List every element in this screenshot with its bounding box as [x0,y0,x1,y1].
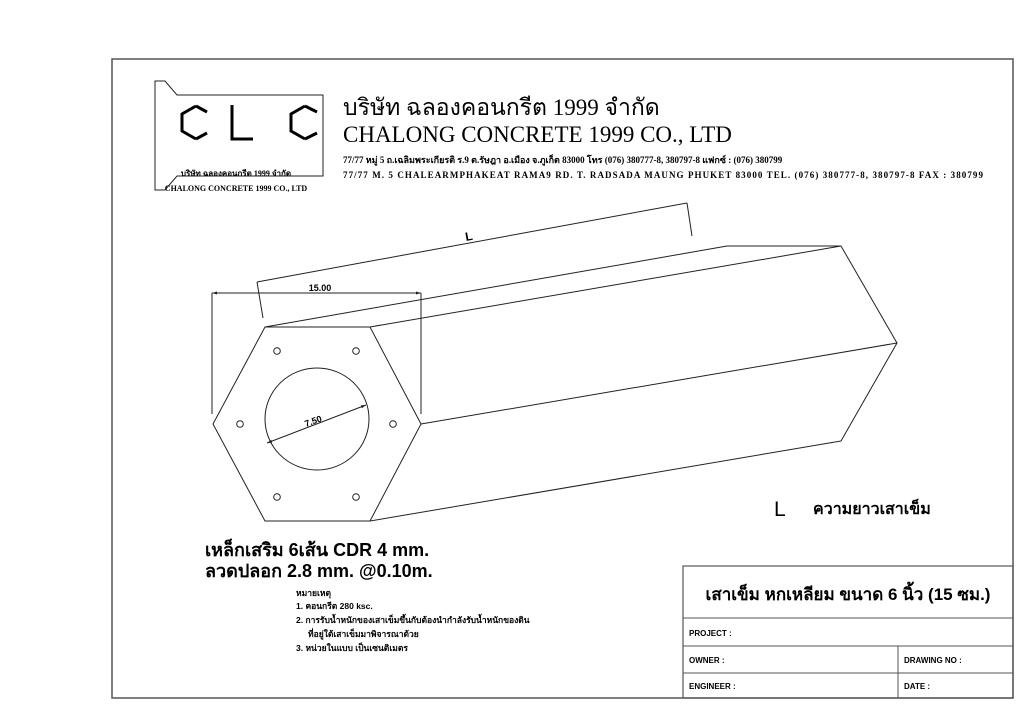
logo-letter-c [180,104,208,141]
address-en: 77/77 M. 5 CHALEARMPHAKEAT RAMA9 RD. T. … [343,170,983,180]
rebar-spec: เหล็กเสริม 6เส้น CDR 4 mm. [205,538,429,560]
length-dimension-label: L [464,229,474,244]
hollow-core [264,367,370,471]
note-item: 1. คอนกรีต 280 ksc. [296,601,373,611]
engineer-label: ENGINEER : [689,682,736,691]
project-label: PROJECT : [689,629,732,638]
legend-symbol: L [774,498,786,521]
company-name-en: CHALONG CONCRETE 1999 CO., LTD [343,122,732,147]
drawing-title: เสาเข็ม หกเหลียม ขนาด 6 นิ้ว (15 ซม.) [706,581,991,604]
logo-pile-outline [154,80,324,191]
pile-far-end [727,245,898,442]
address-th: 77/77 หมู่ 5 ถ.เฉลิมพระเกียรติ ร.9 ต.รัษ… [343,153,783,166]
notes: หมายเหตุ 1. คอนกรีต 280 ksc. 2. การรับน้… [296,588,530,653]
width-dimension-label: 15.00 [309,283,332,293]
diameter-dimension-label: 7.50 [303,413,323,428]
hexagonal-pile-drawing: 15.00 7.50 L [211,202,898,522]
note-item: 3. หน่วยในแบบ เป็นเซนติเมตร [296,641,408,653]
notes-heading: หมายเหตุ [296,588,331,599]
owner-label: OWNER : [689,656,725,665]
logo-letter-l [230,105,253,141]
logo-caption-en: CHALONG CONCRETE 1999 CO., LTD [165,184,308,193]
diameter-dimension-line [266,404,367,444]
note-item: 2. การรับน้ำหนักของเสาเข็มขึ้นกับต้องนำก… [296,613,530,625]
drawing-no-label: DRAWING NO : [904,656,962,665]
note-item: ที่อยู่ใต้เสาเข็มมาพิจารณาด้วย [308,627,419,640]
company-name-th: บริษัท ฉลองคอนกรีต 1999 จำกัด [343,95,660,120]
stirrup-spec: ลวดปลอก 2.8 mm. @0.10m. [205,561,433,581]
logo-letter-c [289,104,318,141]
sheet-border [111,58,1014,699]
date-label: DATE : [904,682,930,691]
legend-text: ความยาวเสาเข็ม [813,497,931,518]
rebar-holes [236,347,397,501]
length-dimension-line [256,202,688,283]
company-logo: บริษัท ฉลองคอนกรีต 1999 จำกัด CHALONG CO… [154,80,324,193]
logo-caption-th: บริษัท ฉลองคอนกรีต 1999 จำกัด [181,168,291,178]
title-block: เสาเข็ม หกเหลียม ขนาด 6 นิ้ว (15 ซม.) PR… [682,565,1014,699]
